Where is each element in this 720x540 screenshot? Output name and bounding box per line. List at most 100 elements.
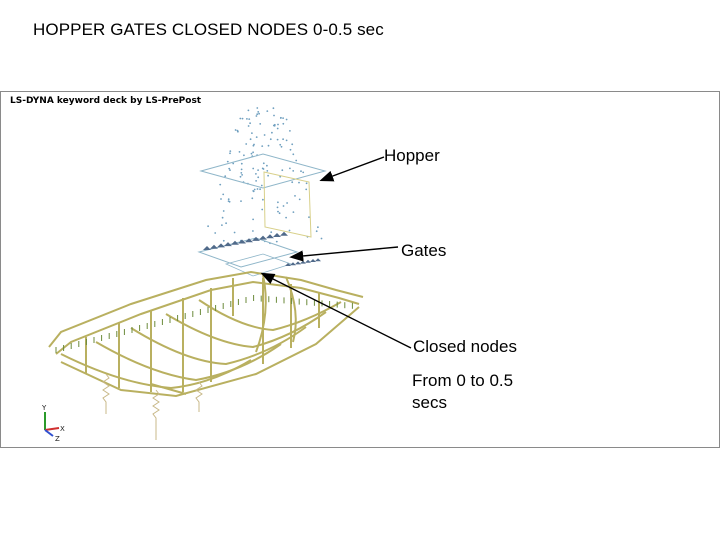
particle-node [272,124,275,127]
particle-node [262,162,265,165]
gate-node [273,233,281,237]
hopper-label: Hopper [384,146,440,165]
particle-node [266,110,269,112]
particle-node [246,118,248,120]
particle-node [255,136,258,138]
particle-node [234,129,237,131]
particle-node [239,175,242,178]
particle-node [241,117,244,120]
particle-node [221,216,224,219]
particle-node [266,164,268,167]
particle-node [305,188,308,191]
particle-node [250,152,253,155]
particle-node [292,170,295,172]
particle-node [305,182,308,185]
particle-node [292,153,295,156]
gate-node [217,243,225,248]
particle-node [302,171,305,174]
particle-node [252,151,255,154]
particle-node [288,229,291,232]
particle-node [280,116,282,119]
time-range-label: From 0 to 0.5 secs [412,371,514,412]
particle-node [214,232,217,234]
particle-node [228,200,231,203]
particle-node [256,188,259,190]
particle-node [251,132,253,134]
closed-nodes-label: Closed nodes [413,337,517,356]
particle-node [227,198,230,201]
particle-node [282,138,284,141]
gate-node [252,236,260,241]
particle-node [222,193,225,196]
particle-node [261,208,264,211]
particle-node [238,151,241,153]
particle-node [240,172,243,174]
particle-node [247,125,250,127]
particle-node [263,134,266,136]
particle-node [298,198,301,201]
particle-node [285,118,288,121]
suspension-springs [102,373,203,440]
particle-node [278,212,281,215]
gate-node [290,262,296,266]
particle-node [241,174,244,176]
particle-node [280,145,283,148]
particle-node [236,129,239,132]
particle-node [229,150,232,152]
particle-node [225,222,228,225]
particle-node [259,188,261,191]
model-viewport[interactable]: LS-DYNA keyword deck by LS-PrePost [0,91,720,448]
particle-node [282,122,285,125]
particle-node [276,206,279,209]
particle-node [252,218,255,221]
particle-node [282,117,284,119]
gate-node [295,261,301,265]
particle-node [222,239,225,242]
particle-node [249,138,252,141]
slide-title: HOPPER GATES CLOSED NODES 0-0.5 sec [33,20,384,39]
particle-node [261,145,264,147]
particle-node [259,123,262,125]
hopper-arrow [319,156,385,182]
particle-node [277,210,279,213]
particle-node [229,152,231,155]
gate-node [266,234,274,239]
particle-node [255,173,257,175]
particle-node [252,190,255,192]
particle-node [277,201,279,204]
particle-node [262,198,264,201]
viewport-title: LS-DYNA keyword deck by LS-PrePost [10,96,202,106]
particle-node [240,200,242,202]
particle-node [266,170,269,172]
gate-node [310,259,316,262]
gate-node [280,231,288,236]
particle-node [247,109,250,112]
closed-nodes-arrow [260,272,412,349]
axis-x-label: X [60,425,65,433]
particle-node [252,230,254,232]
gate-node [231,240,239,245]
particle-node [255,115,258,117]
particle-node [232,162,235,165]
particle-node [226,160,229,163]
particle-node [269,138,272,141]
particle-node [240,168,243,171]
particle-node [272,107,275,110]
particle-node [249,122,252,125]
gate-node [285,263,291,266]
particle-node [273,114,275,117]
particle-node [289,130,291,132]
particle-node [256,113,259,116]
particle-node [239,117,242,120]
particle-node [300,170,302,173]
particle-node [282,205,285,207]
particle-node [221,224,223,227]
particle-node [270,231,273,234]
particle-node [251,197,254,200]
gates-label: Gates [401,241,447,260]
particle-node [276,127,279,130]
particle-node [255,180,257,182]
particle-node [279,143,282,146]
particle-node [233,231,236,234]
particle-node [220,198,222,200]
